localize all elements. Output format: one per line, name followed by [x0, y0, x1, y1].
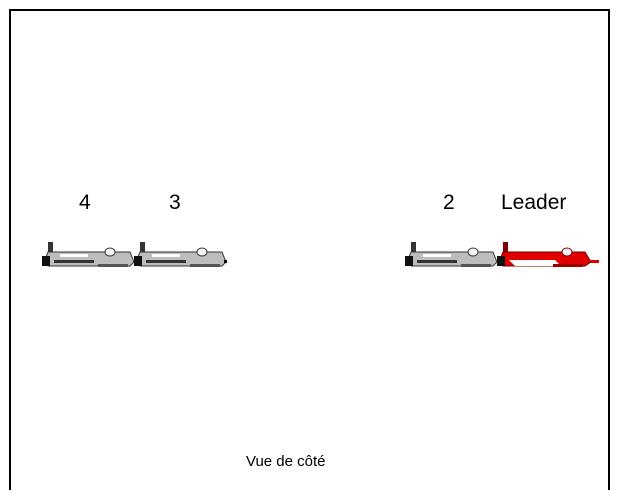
diagram-caption: Vue de côté [246, 453, 326, 470]
diagram-frame [9, 9, 610, 490]
aircraft-label-leader: Leader [501, 191, 567, 214]
jet-3-icon [134, 242, 227, 267]
jet-leader-icon [497, 242, 599, 267]
aircraft-label-4: 4 [79, 191, 91, 214]
aircraft-label-3: 3 [169, 191, 181, 214]
jet-2-icon [405, 242, 498, 267]
aircraft-label-2: 2 [443, 191, 455, 214]
jet-4-icon [42, 242, 135, 267]
